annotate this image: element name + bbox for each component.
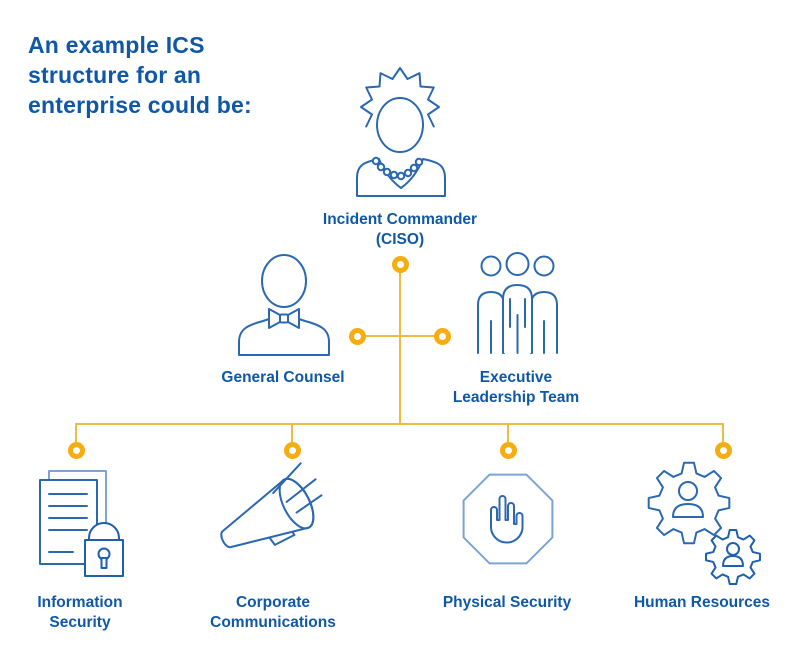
- information-security-sublabel: Security: [49, 614, 111, 631]
- connector-dot-hr: [715, 442, 732, 459]
- node-incident-commander: Incident Commander (CISO): [290, 210, 510, 250]
- connector-drop-3: [507, 424, 509, 442]
- node-information-security: Information Security: [0, 593, 160, 633]
- information-security-label: Information: [37, 594, 123, 611]
- person-bowtie-icon: [238, 254, 330, 356]
- corporate-communications-label: Corporate: [235, 594, 311, 611]
- node-general-counsel: General Counsel: [183, 368, 383, 388]
- incident-commander-label: Incident Commander: [322, 211, 478, 228]
- connector-drop-1: [75, 424, 77, 442]
- human-resources-label: Human Resources: [633, 594, 771, 611]
- connector-bottom-horizontal-line: [75, 423, 724, 425]
- connector-dot-infosec: [68, 442, 85, 459]
- stop-hand-icon: [462, 473, 554, 565]
- connector-dot-right: [434, 328, 451, 345]
- title-line-1: An example ICS: [28, 32, 205, 58]
- connector-drop-4: [722, 424, 724, 442]
- connector-vertical-line: [399, 272, 401, 424]
- physical-security-label: Physical Security: [442, 594, 572, 611]
- page-title: An example ICS structure for an enterpri…: [28, 30, 252, 120]
- executive-leadership-sublabel: Leadership Team: [452, 389, 580, 406]
- gears-people-icon: [640, 458, 762, 586]
- general-counsel-label: General Counsel: [221, 369, 345, 386]
- people-group-icon: [477, 252, 558, 354]
- connector-dot-left: [349, 328, 366, 345]
- title-line-2: structure for an: [28, 62, 202, 88]
- person-curly-hair-icon: [356, 67, 446, 197]
- corporate-communications-sublabel: Communications: [210, 614, 336, 631]
- connector-dot-top: [392, 256, 409, 273]
- connector-drop-2: [291, 424, 293, 442]
- executive-leadership-label: Executive: [479, 369, 553, 386]
- node-corporate-communications: Corporate Communications: [173, 593, 373, 633]
- incident-commander-sublabel: (CISO): [375, 231, 425, 248]
- node-human-resources: Human Resources: [602, 593, 801, 613]
- connector-dot-physsec: [500, 442, 517, 459]
- megaphone-icon: [220, 462, 323, 549]
- node-executive-leadership: Executive Leadership Team: [416, 368, 616, 408]
- document-lock-icon: [39, 470, 124, 577]
- connector-mid-horizontal-line: [364, 335, 436, 337]
- title-line-3: enterprise could be:: [28, 92, 252, 118]
- node-physical-security: Physical Security: [407, 593, 607, 613]
- connector-dot-corpcomm: [284, 442, 301, 459]
